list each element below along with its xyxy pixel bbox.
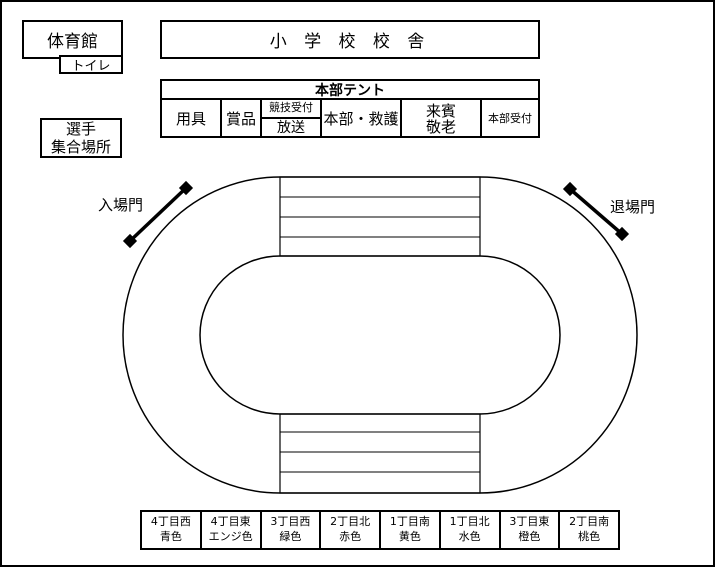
tent-cell-label: 賞品 [225, 109, 256, 128]
tent-cell-reception-broadcast: 競技受付 放送 [262, 100, 322, 138]
entrance-gate-label: 入場門 [98, 196, 144, 214]
toilet-label: トイレ [71, 59, 111, 74]
exit-gate-marker [562, 181, 630, 242]
tent-cell-hq-reception: 本部受付 [482, 100, 538, 138]
team-color: エンジ色 [208, 530, 253, 543]
team-seating-row: 4丁目西 青色 4丁目東 エンジ色 3丁目西 緑色 2丁目北 赤色 1丁目南 黄… [140, 510, 620, 550]
team-cell: 2丁目南 桃色 [560, 512, 618, 548]
toilet-building: トイレ [59, 55, 123, 74]
inner-field [199, 255, 561, 415]
team-cell: 3丁目東 橙色 [501, 512, 561, 548]
assembly-line: 集合場所 [50, 138, 111, 156]
school-label: 小 学 校 校 舎 [269, 32, 431, 52]
headquarters-tent: 本部テント 用具 賞品 競技受付 放送 本部・救護 来賓 敬老 本部受付 [160, 79, 540, 138]
athlete-assembly-area: 選手 集合場所 [40, 118, 122, 158]
team-color: 桃色 [578, 530, 601, 543]
team-color: 赤色 [339, 530, 362, 543]
team-area: 1丁目北 [449, 515, 490, 529]
map-frame [0, 0, 715, 567]
team-cell: 4丁目東 エンジ色 [202, 512, 262, 548]
tent-cell-hq-firstaid: 本部・救護 [322, 100, 402, 138]
team-cell: 1丁目南 黄色 [381, 512, 441, 548]
team-area: 2丁目南 [569, 515, 610, 529]
team-area: 3丁目東 [509, 515, 550, 529]
tent-title: 本部テント [162, 81, 538, 100]
team-cell: 1丁目北 水色 [441, 512, 501, 548]
gym-label: 体育館 [47, 32, 98, 52]
team-color: 橙色 [518, 530, 541, 543]
team-color: 緑色 [279, 530, 302, 543]
team-color: 水色 [458, 530, 481, 543]
team-area: 2丁目北 [330, 515, 371, 529]
tent-cell-equipment: 用具 [162, 100, 222, 138]
team-color: 青色 [159, 530, 182, 543]
team-cell: 4丁目西 青色 [142, 512, 202, 548]
assembly-line: 選手 [65, 120, 96, 138]
lane-lines [280, 196, 480, 473]
team-area: 4丁目東 [210, 515, 251, 529]
gym-building: 体育館 [22, 20, 123, 59]
tent-subcell-broadcast: 放送 [277, 119, 305, 136]
tent-cell-guests-elders: 来賓 敬老 [402, 100, 482, 138]
bottom-straight [279, 413, 481, 494]
tent-subcell-reception: 競技受付 [262, 100, 320, 119]
team-area: 3丁目西 [270, 515, 311, 529]
team-area: 4丁目西 [150, 515, 191, 529]
team-cell: 3丁目西 緑色 [262, 512, 322, 548]
tent-cell-prizes: 賞品 [222, 100, 262, 138]
exit-gate-label: 退場門 [610, 198, 656, 216]
team-cell: 2丁目北 赤色 [321, 512, 381, 548]
school-building: 小 学 校 校 舎 [160, 20, 540, 59]
tent-cell-label: 本部・救護 [323, 109, 399, 128]
tent-cell-line: 敬老 [425, 118, 456, 136]
team-color: 黄色 [398, 530, 421, 543]
tent-cell-label: 本部受付 [488, 111, 532, 125]
tent-cell-label: 用具 [175, 109, 206, 128]
tent-cell-line: 来賓 [425, 101, 456, 120]
team-area: 1丁目南 [389, 515, 430, 529]
